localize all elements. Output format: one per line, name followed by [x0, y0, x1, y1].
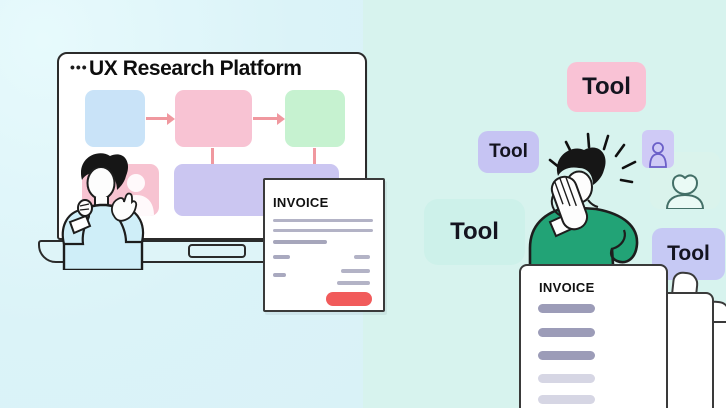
laptop-notch — [188, 244, 246, 258]
flow-arrow-icon — [253, 112, 285, 125]
tool-chip-label: Tool — [667, 242, 710, 265]
invoice-line — [538, 328, 595, 337]
tool-chip-label: Tool — [489, 141, 528, 162]
cuff — [68, 214, 92, 235]
invoice-line — [538, 304, 595, 313]
invoice-line — [273, 240, 327, 244]
invoice-line — [538, 351, 595, 360]
hand — [111, 192, 138, 222]
hand — [77, 199, 93, 217]
invoice-line — [538, 395, 595, 404]
invoice-line — [337, 281, 370, 285]
invoice-line — [341, 269, 370, 273]
flow-box-green — [285, 90, 345, 147]
user-badge — [642, 130, 674, 168]
tool-chip-purple: Tool — [478, 131, 539, 173]
invoice-title: INVOICE — [539, 280, 595, 295]
tool-chip-label: Tool — [582, 73, 631, 100]
invoice-line — [354, 255, 370, 259]
flow-box-blue — [85, 90, 145, 147]
flow-arrow-icon — [146, 112, 175, 125]
flow-box-pink — [175, 90, 252, 147]
tool-chip-label: Tool — [450, 218, 499, 245]
window-dots-icon: ••• — [70, 59, 88, 75]
invoice-pay-button — [326, 292, 372, 306]
clasped-hands — [550, 175, 589, 231]
invoice-line — [273, 229, 373, 232]
flow-connector — [313, 148, 316, 164]
hair — [556, 147, 606, 185]
monitor-title: UX Research Platform — [89, 57, 302, 80]
flow-connector — [211, 148, 214, 164]
invoice-card: INVOICE — [519, 264, 668, 408]
face — [86, 166, 116, 200]
tool-chip-pink: Tool — [567, 62, 646, 112]
person-left — [61, 153, 145, 270]
invoice-line — [273, 273, 286, 277]
tool-chip-teal: Tool — [424, 199, 525, 265]
person-right — [528, 132, 639, 280]
invoice-line — [538, 374, 595, 383]
invoice-title: INVOICE — [273, 195, 329, 210]
user-avatar-icon — [665, 174, 705, 209]
invoice-card: INVOICE — [263, 178, 385, 312]
invoice-line — [273, 255, 290, 259]
user-badge-icon — [649, 142, 667, 168]
invoice-line — [273, 219, 373, 222]
